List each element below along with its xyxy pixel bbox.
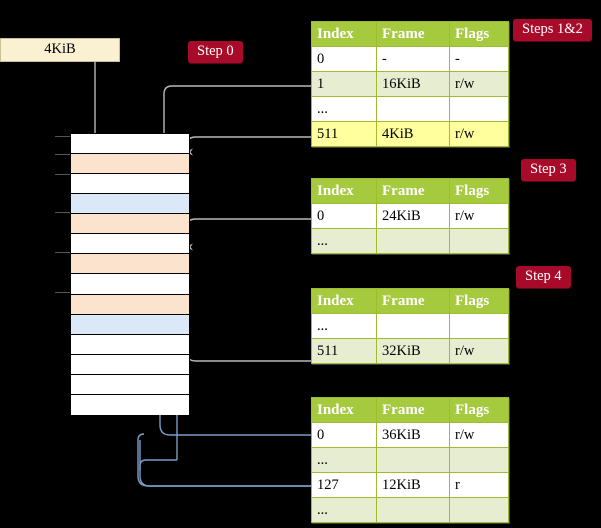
cell-frame: 24KiB [376, 203, 450, 229]
memory-frame-row [71, 154, 189, 175]
cell-frame: 12KiB [376, 472, 450, 498]
cell-frame [376, 228, 450, 254]
cell-flags: r/w [449, 203, 509, 229]
source-frame-label: 4KiB [44, 41, 76, 57]
memory-frame-row [71, 394, 189, 415]
column-header-flags: Flags [449, 397, 509, 423]
wire-level3-row127-link [139, 459, 177, 470]
memory-frame-row [71, 354, 189, 375]
cell-flags: r/w [449, 422, 509, 448]
column-header-frame: Frame [376, 21, 450, 47]
badge-steps-1-2: Steps 1&2 [513, 19, 592, 41]
memory-frame-row [71, 294, 189, 315]
column-header-frame: Frame [376, 178, 450, 204]
cell-index: 0 [311, 422, 377, 448]
cell-flags [449, 497, 509, 523]
wire-level1-row0-to-frame [185, 218, 311, 251]
column-header-frame: Frame [376, 288, 450, 314]
cell-index: 127 [311, 472, 377, 498]
memory-tick [55, 252, 70, 254]
cell-index: 511 [311, 338, 377, 364]
column-header-index: Index [311, 397, 377, 423]
cell-flags: r/w [449, 338, 509, 364]
memory-tick [55, 292, 70, 294]
cell-frame: 16KiB [376, 71, 450, 97]
cell-frame: 4KiB [376, 121, 450, 147]
cell-index: 0 [311, 203, 377, 229]
cell-flags [449, 313, 509, 339]
cell-frame: 36KiB [376, 422, 450, 448]
cell-frame: 32KiB [376, 338, 450, 364]
cell-flags: r/w [449, 71, 509, 97]
wire-level3-row127-to-frame [137, 433, 311, 487]
column-header-index: Index [311, 178, 377, 204]
column-header-flags: Flags [449, 288, 509, 314]
column-header-index: Index [311, 288, 377, 314]
memory-frame-row [71, 214, 189, 235]
source-frame-box: 4KiB [0, 38, 120, 62]
memory-tick [55, 212, 70, 214]
table-row: ... [311, 228, 509, 254]
cell-flags: - [449, 46, 509, 72]
column-header-index: Index [311, 21, 377, 47]
cell-frame [376, 497, 450, 523]
cell-index: 1 [311, 71, 377, 97]
cell-frame: - [376, 46, 450, 72]
cell-frame [376, 96, 450, 122]
column-header-frame: Frame [376, 397, 450, 423]
memory-frame-row [71, 174, 189, 195]
cell-flags [449, 96, 509, 122]
cell-index: ... [311, 447, 377, 473]
wire-level2-row511-to-frame [179, 312, 311, 362]
column-header-flags: Flags [449, 178, 509, 204]
memory-frame-row [71, 314, 189, 335]
memory-frame-row [71, 254, 189, 275]
badge-step-0: Step 0 [188, 41, 243, 63]
cell-flags [449, 228, 509, 254]
memory-frame-row [71, 134, 189, 155]
table-row: ... [311, 313, 509, 339]
memory-frame-row [71, 194, 189, 215]
memory-tick [55, 174, 70, 176]
column-header-flags: Flags [449, 21, 509, 47]
cell-frame [376, 447, 450, 473]
wire-level3-row127-riser [172, 425, 177, 440]
memory-frame-row [71, 334, 189, 355]
table-row: ... [311, 447, 509, 473]
badge-step-3: Step 3 [521, 159, 576, 181]
cell-index: 0 [311, 46, 377, 72]
badge-step-4: Step 4 [516, 266, 571, 288]
cell-index: ... [311, 497, 377, 523]
cell-flags: r/w [449, 121, 509, 147]
wire-level3-row127-to-frame-2 [139, 440, 311, 487]
cell-frame [376, 313, 450, 339]
table-row: 0-- [311, 46, 509, 72]
physical-memory-frames [70, 133, 190, 415]
memory-frame-row [71, 274, 189, 295]
cell-index: ... [311, 96, 377, 122]
cell-index: ... [311, 313, 377, 339]
wire-level0-row511-to-frame [185, 136, 311, 156]
table-row: ... [311, 497, 509, 523]
cell-index: ... [311, 228, 377, 254]
cell-index: 511 [311, 121, 377, 147]
memory-tick [55, 136, 70, 138]
cell-flags [449, 447, 509, 473]
memory-frame-row [71, 234, 189, 255]
memory-frame-row [71, 374, 189, 395]
cell-flags: r [449, 472, 509, 498]
table-row: ... [311, 96, 509, 122]
memory-tick [55, 154, 70, 156]
